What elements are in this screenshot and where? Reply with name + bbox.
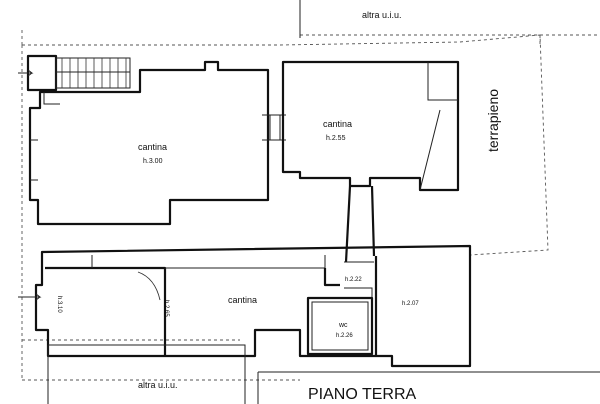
label-cantina-2-height: h.2.55 xyxy=(326,135,346,142)
lot-boundary xyxy=(21,41,461,381)
label-cantina-3: cantina xyxy=(228,295,257,305)
label-cantina-1: cantina xyxy=(138,142,167,152)
room-cantina-2 xyxy=(281,60,460,192)
label-height-mid: h.2.65 xyxy=(163,300,169,317)
passage-c1-c2 xyxy=(262,114,286,141)
room-wc xyxy=(306,296,374,356)
neighbour-unit-bottom xyxy=(47,344,246,404)
floor-title: PIANO TERRA xyxy=(308,386,417,403)
label-wc: wc xyxy=(338,322,348,329)
label-cantina-2: cantina xyxy=(323,119,352,129)
label-cantina-1-height: h.3.00 xyxy=(143,158,163,165)
label-height-left: h.3.10 xyxy=(56,296,62,313)
terrapieno-outline xyxy=(459,34,549,365)
label-altra-top: altra u.i.u. xyxy=(362,10,402,20)
label-wc-height: h.2.26 xyxy=(336,333,353,339)
neighbour-unit-top xyxy=(21,0,600,45)
room-cantina-1 xyxy=(28,60,270,226)
label-altra-bottom: altra u.i.u. xyxy=(138,380,178,390)
label-terrapieno: terrapieno xyxy=(485,89,501,152)
stair-top-left xyxy=(18,54,131,92)
corridor xyxy=(344,185,376,263)
label-height-right: h.2.07 xyxy=(402,301,419,307)
label-height-corridor: h.2.22 xyxy=(345,277,362,283)
